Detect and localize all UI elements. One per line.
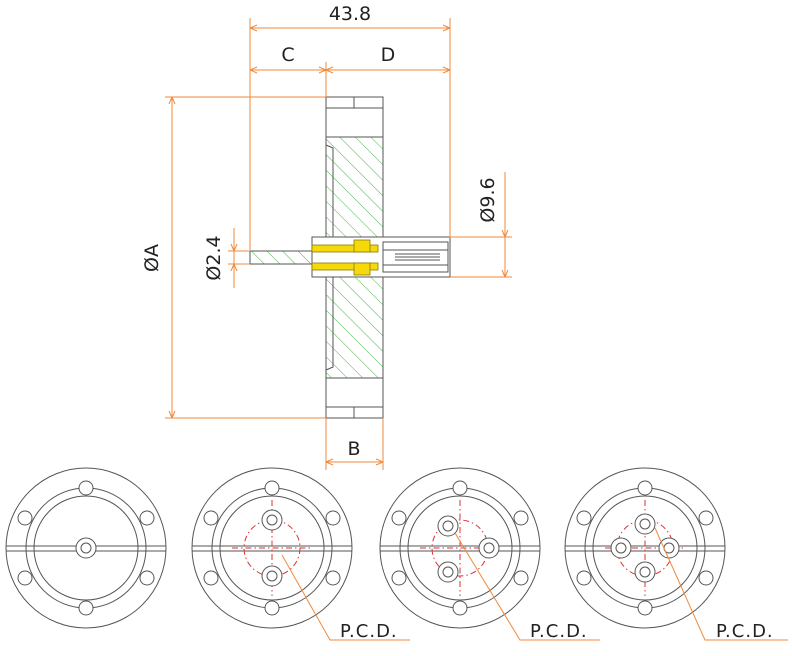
insulator-top xyxy=(311,244,379,253)
pcd-label-1: P.C.D. xyxy=(340,621,398,642)
dim-b: B xyxy=(347,438,360,460)
front-view-single-pin xyxy=(5,467,167,629)
front-view-three-pins: P.C.D. xyxy=(379,467,600,642)
dim-pin-diameter: Ø2.4 xyxy=(203,235,225,280)
dim-d: D xyxy=(381,44,396,66)
pcd-label-3: P.C.D. xyxy=(716,621,774,642)
front-view-two-pins: P.C.D. xyxy=(191,467,410,642)
dim-c: C xyxy=(281,44,294,66)
dim-overall-length: 43.8 xyxy=(329,3,371,25)
dim-flange-diameter: ØA xyxy=(141,244,163,272)
flange-hatched-upper xyxy=(325,136,384,246)
pcd-label-2: P.C.D. xyxy=(530,621,588,642)
pin-left xyxy=(249,250,313,265)
insulator-bottom xyxy=(311,262,379,271)
front-view-four-pins: P.C.D. xyxy=(564,467,788,642)
dimensions: 43.8 C D ØA Ø2.4 Ø9.6 B xyxy=(141,3,512,470)
flange-hatched-lower xyxy=(325,269,384,379)
side-view xyxy=(249,96,451,419)
dim-sleeve-diameter: Ø9.6 xyxy=(477,177,499,222)
